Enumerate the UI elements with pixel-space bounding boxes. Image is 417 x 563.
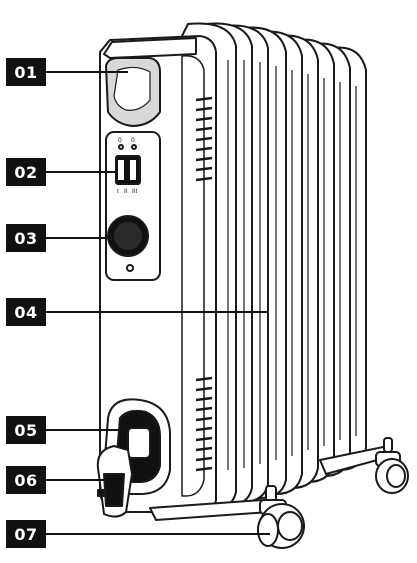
switch-mark-bottom-mid: II	[124, 188, 128, 195]
top-handle	[103, 37, 197, 59]
cord-clip	[96, 445, 133, 518]
front-body	[99, 35, 217, 513]
callout-05: 05	[6, 416, 128, 444]
leader-line-04	[46, 311, 268, 313]
castor-wheel	[149, 485, 305, 549]
switch-mark-bottom-right: III	[132, 188, 138, 195]
callout-badge-01: 01	[6, 58, 46, 86]
callout-02: 02	[6, 158, 118, 186]
rear-castor	[319, 437, 409, 494]
leader-line-07	[46, 533, 270, 535]
switch-mark-top-right: 0	[131, 137, 135, 144]
leader-line-03	[46, 237, 110, 239]
callout-03: 03	[6, 224, 110, 252]
leader-line-06	[46, 479, 106, 481]
leader-line-01	[46, 71, 128, 73]
callout-badge-05: 05	[6, 416, 46, 444]
callout-badge-03: 03	[6, 224, 46, 252]
switch-mark-bottom-left: I	[117, 188, 119, 195]
callout-badge-06: 06	[6, 466, 46, 494]
callout-04: 04	[6, 298, 268, 326]
leader-line-05	[46, 429, 128, 431]
callout-badge-02: 02	[6, 158, 46, 186]
callout-06: 06	[6, 466, 106, 494]
callout-badge-04: 04	[6, 298, 46, 326]
callout-badge-07: 07	[6, 520, 46, 548]
control-panel	[105, 131, 161, 281]
leader-line-02	[46, 171, 118, 173]
switch-mark-top-left: 0	[118, 137, 122, 144]
callout-01: 01	[6, 58, 128, 86]
callout-07: 07	[6, 520, 270, 548]
